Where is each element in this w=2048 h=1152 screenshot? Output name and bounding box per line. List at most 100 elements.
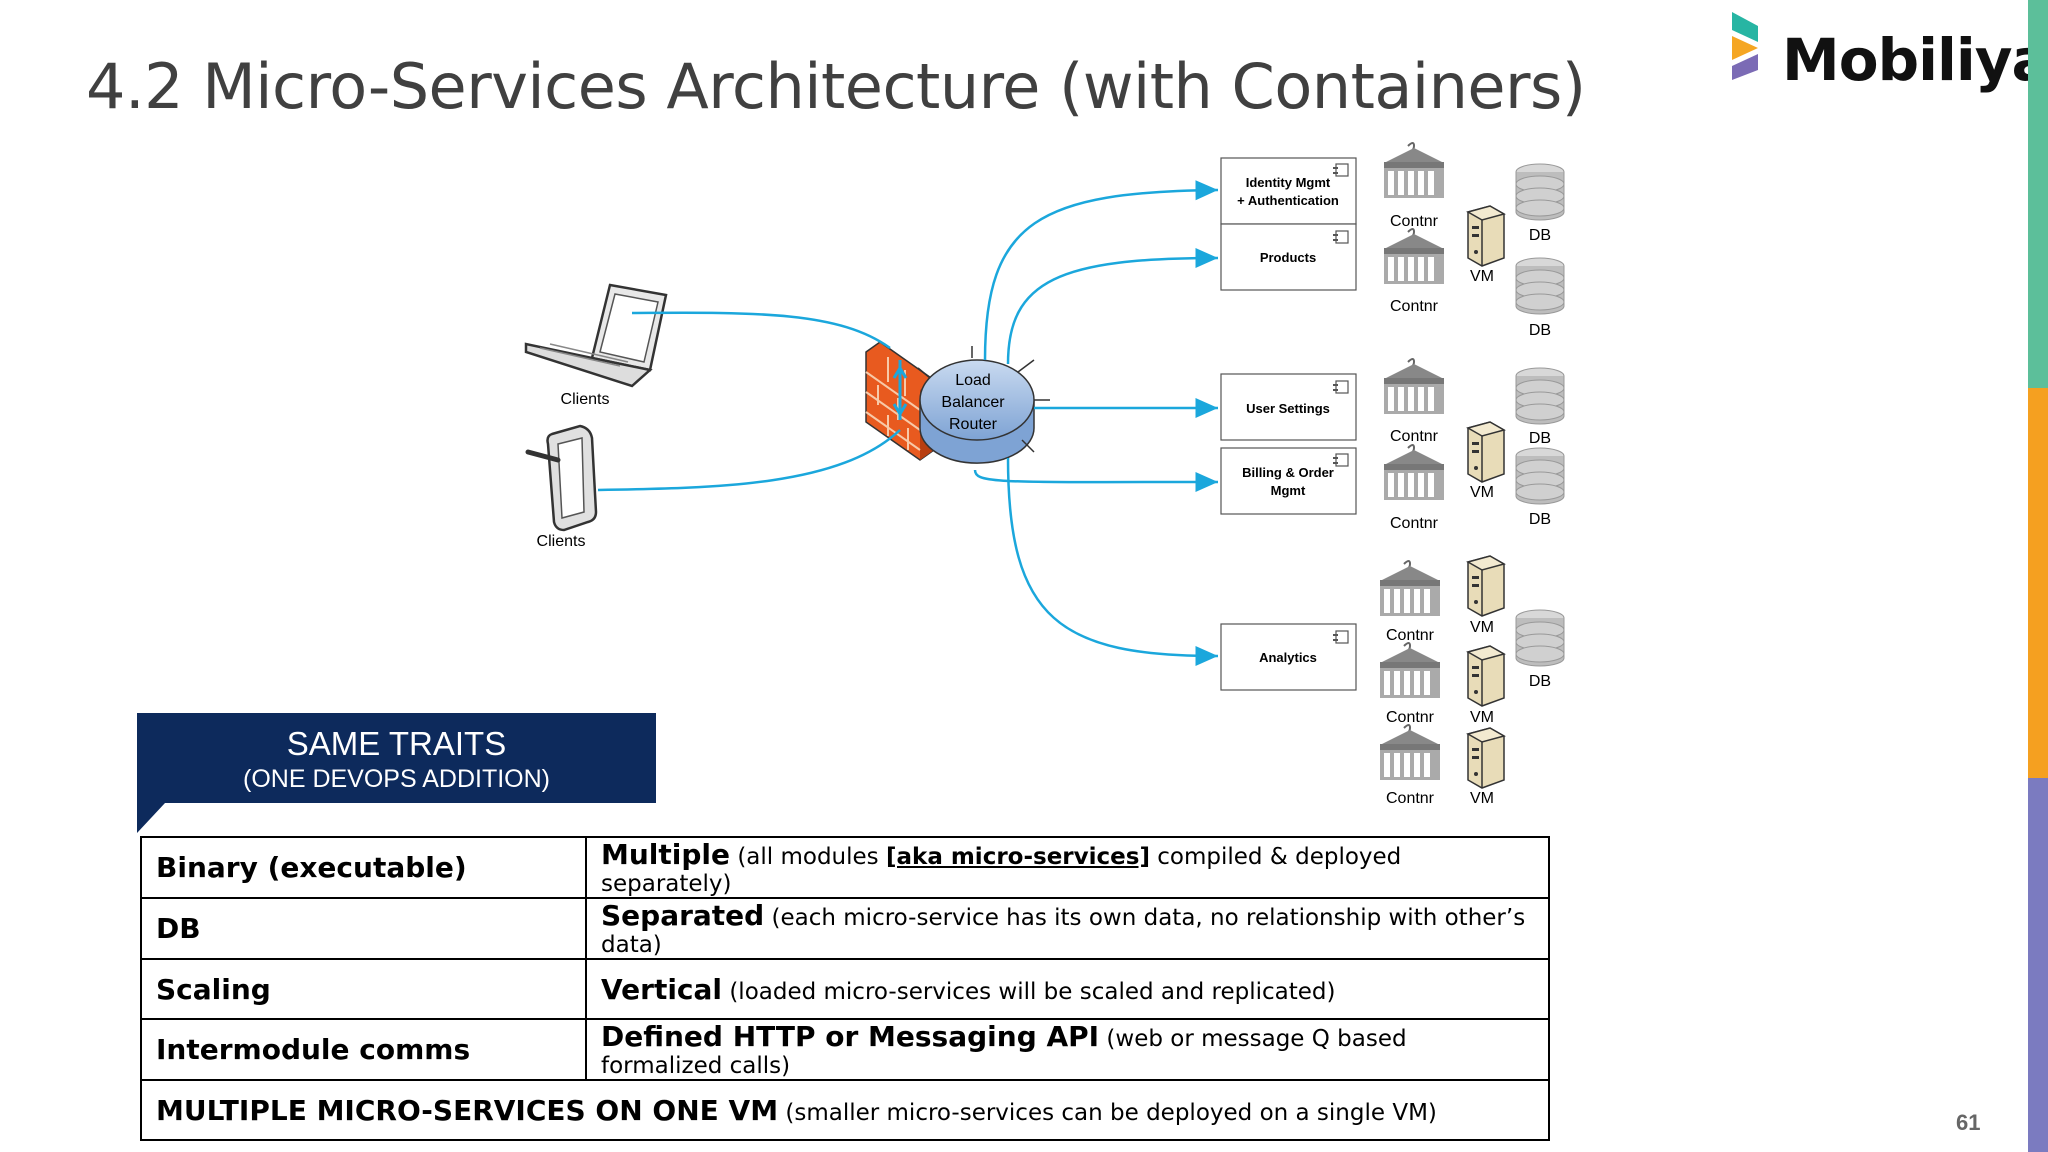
router-line-3: Router bbox=[949, 416, 998, 433]
laptop-icon bbox=[524, 283, 668, 388]
trait-value: Multiple (all modules [aka micro-service… bbox=[585, 836, 1550, 899]
container-label: Contnr bbox=[1390, 515, 1439, 532]
service-label: Products bbox=[1260, 250, 1316, 265]
vm-icon bbox=[1467, 645, 1505, 707]
service-analytics: Analytics bbox=[1220, 623, 1357, 691]
service-billing: Billing & Order Mgmt bbox=[1220, 447, 1357, 515]
container-icon bbox=[1383, 142, 1445, 199]
service-identity: Identity Mgmt + Authentication bbox=[1220, 157, 1357, 225]
db-label: DB bbox=[1529, 673, 1551, 690]
service-user-settings: User Settings bbox=[1220, 373, 1357, 441]
container-label: Contnr bbox=[1390, 213, 1439, 230]
db-icon bbox=[1515, 367, 1565, 425]
trait-value-text: compiled & deployed separately) bbox=[601, 844, 1402, 897]
vm-label: VM bbox=[1470, 268, 1494, 285]
db-label: DB bbox=[1529, 511, 1551, 528]
container-label: Contnr bbox=[1390, 298, 1439, 315]
trait-value-text: (web or message Q based formalized calls… bbox=[601, 1026, 1407, 1079]
container-icon bbox=[1379, 724, 1441, 781]
sidebar-band-orange bbox=[2028, 388, 2048, 778]
service-label: Identity Mgmt bbox=[1246, 175, 1331, 190]
arrow-identity bbox=[983, 180, 1219, 361]
tablet-connection bbox=[597, 429, 901, 492]
container-label: Contnr bbox=[1386, 709, 1435, 726]
page-number: 61 bbox=[1956, 1110, 1981, 1135]
table-row: Binary (executable) Multiple (all module… bbox=[140, 836, 1550, 899]
container-label: Contnr bbox=[1386, 627, 1435, 644]
db-icon bbox=[1515, 609, 1565, 667]
vm-label: VM bbox=[1470, 484, 1494, 501]
vm-icon bbox=[1467, 421, 1505, 483]
table-row: DB Separated (each micro-service has its… bbox=[140, 897, 1550, 960]
trait-footer-text: (smaller micro-services can be deployed … bbox=[778, 1099, 1437, 1126]
page-title: 4.2 Micro-Services Architecture (with Co… bbox=[86, 50, 1586, 123]
sidebar-band-green bbox=[2028, 0, 2048, 388]
load-balancer-router-icon bbox=[892, 346, 1050, 464]
router-line-2: Balancer bbox=[941, 394, 1005, 411]
trait-value-bold: Separated bbox=[601, 899, 765, 932]
trait-footer-bold: MULTIPLE MICRO-SERVICES ON ONE VM bbox=[156, 1093, 779, 1127]
container-label: Contnr bbox=[1386, 790, 1435, 807]
trait-value: Defined HTTP or Messaging API (web or me… bbox=[585, 1018, 1550, 1081]
service-label: + Authentication bbox=[1237, 193, 1339, 208]
db-icon bbox=[1515, 447, 1565, 505]
traits-table: Binary (executable) Multiple (all module… bbox=[140, 836, 1550, 1141]
vm-label: VM bbox=[1470, 790, 1494, 807]
trait-key: Scaling bbox=[140, 958, 587, 1020]
container-icon bbox=[1383, 444, 1445, 501]
vm-icon bbox=[1467, 555, 1505, 617]
logo-text: Mobiliya bbox=[1782, 26, 2048, 94]
trait-value-bold: Defined HTTP or Messaging API bbox=[601, 1020, 1100, 1053]
db-icon bbox=[1515, 163, 1565, 221]
trait-key: DB bbox=[140, 897, 587, 960]
same-traits-banner: SAME TRAITS (ONE DEVOPS ADDITION) bbox=[137, 713, 656, 803]
vm-label: VM bbox=[1470, 709, 1494, 726]
db-label: DB bbox=[1529, 322, 1551, 339]
service-label: Mgmt bbox=[1271, 483, 1306, 498]
trait-value-text: (all modules bbox=[730, 844, 886, 870]
container-icon bbox=[1383, 228, 1445, 285]
container-label: Contnr bbox=[1390, 428, 1439, 445]
mobiliya-logo: Mobiliya bbox=[1728, 12, 2048, 94]
vm-label: VM bbox=[1470, 619, 1494, 636]
db-label: DB bbox=[1529, 227, 1551, 244]
table-row: MULTIPLE MICRO-SERVICES ON ONE VM (small… bbox=[140, 1079, 1550, 1141]
client-label-laptop: Clients bbox=[561, 391, 610, 408]
db-icon bbox=[1515, 257, 1565, 315]
banner-tail bbox=[137, 803, 165, 833]
trait-key: Binary (executable) bbox=[140, 836, 587, 899]
vm-icon bbox=[1467, 727, 1505, 789]
sidebar-band-purple bbox=[2028, 778, 2048, 1152]
arrow-analytics bbox=[1006, 457, 1219, 666]
service-label: User Settings bbox=[1246, 401, 1330, 416]
service-label: Analytics bbox=[1259, 650, 1317, 665]
table-row: Intermodule comms Defined HTTP or Messag… bbox=[140, 1018, 1550, 1081]
trait-value-bold: Multiple bbox=[601, 838, 731, 871]
trait-footer: MULTIPLE MICRO-SERVICES ON ONE VM (small… bbox=[140, 1079, 1550, 1141]
trait-key: Intermodule comms bbox=[140, 1018, 587, 1081]
trait-value-text: (loaded micro-services will be scaled an… bbox=[722, 978, 1336, 1005]
service-products: Products bbox=[1220, 223, 1357, 291]
db-label: DB bbox=[1529, 430, 1551, 447]
logo-mark-icon bbox=[1732, 12, 1758, 80]
trait-value: Separated (each micro-service has its ow… bbox=[585, 897, 1550, 960]
trait-value: Vertical (loaded micro-services will be … bbox=[585, 958, 1550, 1020]
client-label-tablet: Clients bbox=[537, 533, 586, 550]
trait-value-underline: [aka micro-services] bbox=[885, 844, 1150, 870]
trait-value-text: (each micro-service has its own data, no… bbox=[601, 905, 1526, 958]
container-icon bbox=[1379, 560, 1441, 617]
arrow-products bbox=[1006, 248, 1219, 365]
router-line-1: Load bbox=[955, 372, 991, 389]
tablet-icon bbox=[525, 424, 598, 532]
laptop-connection bbox=[631, 311, 891, 350]
table-row: Scaling Vertical (loaded micro-services … bbox=[140, 958, 1550, 1020]
service-label: Billing & Order bbox=[1242, 465, 1334, 480]
arrow-billing bbox=[973, 469, 1219, 493]
vm-icon bbox=[1467, 205, 1505, 267]
container-icon bbox=[1379, 642, 1441, 699]
container-icon bbox=[1383, 358, 1445, 415]
traits-heading: SAME TRAITS bbox=[286, 725, 507, 762]
trait-value-bold: Vertical bbox=[601, 972, 723, 1006]
traits-subheading: (ONE DEVOPS ADDITION) bbox=[243, 765, 550, 793]
